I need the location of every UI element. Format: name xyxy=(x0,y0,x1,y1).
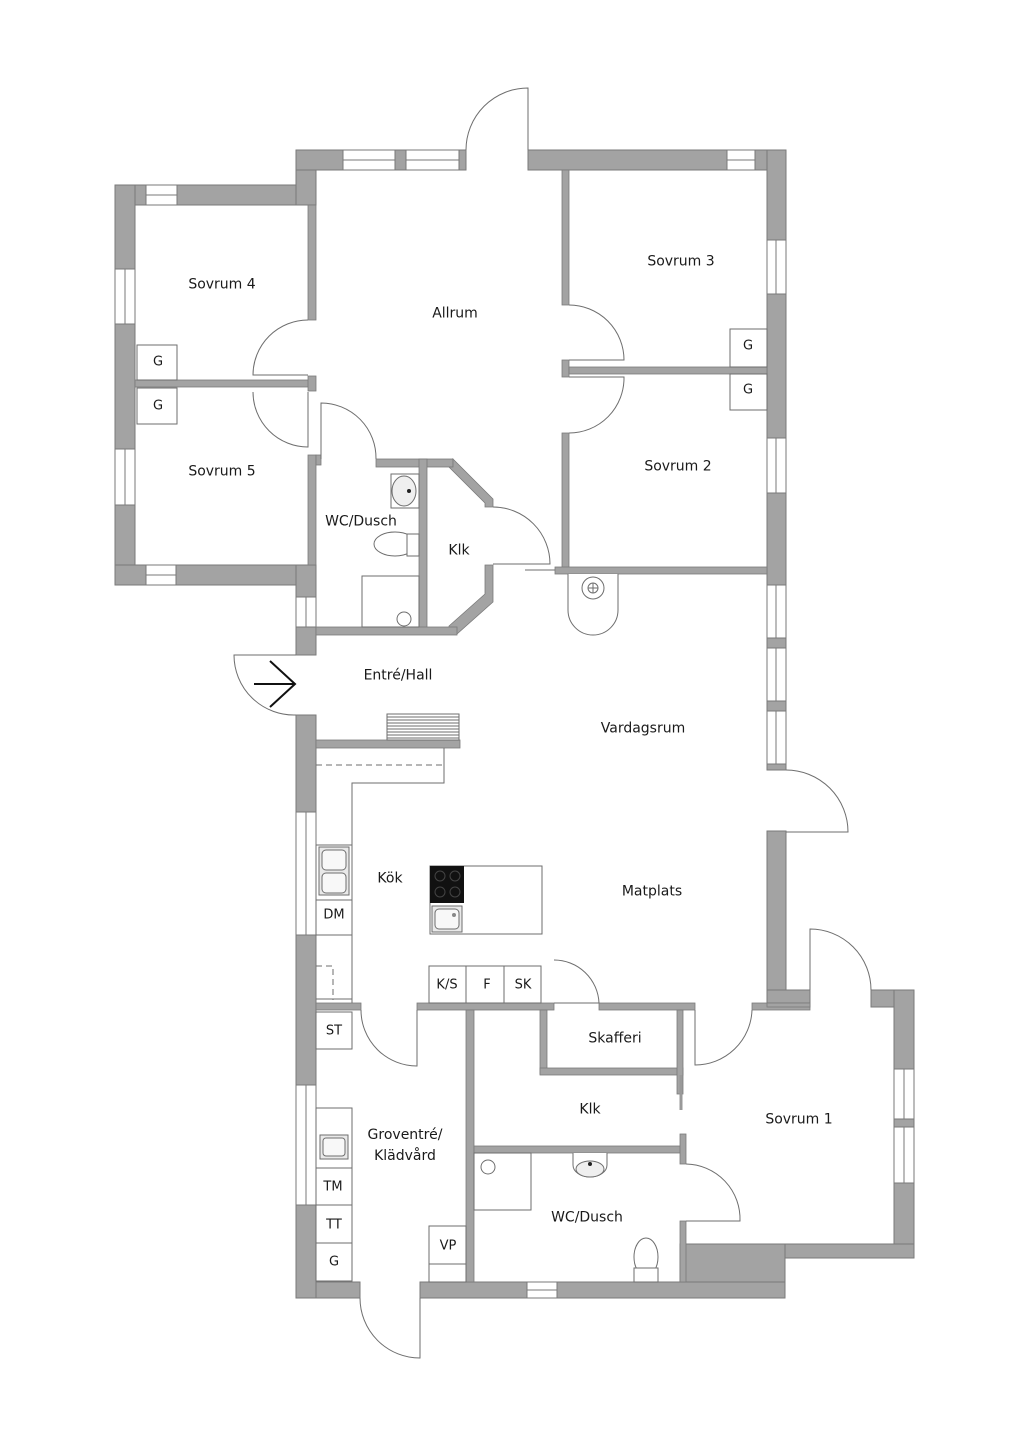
double-sink-icon xyxy=(318,846,350,896)
exterior-walls xyxy=(114,149,915,1299)
wc2-shower xyxy=(473,1152,532,1211)
laundry-sink-icon xyxy=(319,1134,349,1160)
fixtures xyxy=(136,328,768,1283)
doors xyxy=(233,87,872,1359)
shoe-rack-icon xyxy=(386,713,460,741)
hob-icon xyxy=(430,866,464,903)
wc1-toilet-icon xyxy=(373,531,420,557)
wc1-sink-icon xyxy=(390,473,420,509)
island-sink-icon xyxy=(431,905,463,933)
windows xyxy=(114,149,915,1299)
interior-walls xyxy=(134,169,811,1283)
stove-icon xyxy=(567,574,619,636)
wc2-sink-icon xyxy=(572,1153,608,1178)
wc2-toilet-icon xyxy=(633,1237,659,1283)
entrance-arrow-icon xyxy=(254,660,297,708)
